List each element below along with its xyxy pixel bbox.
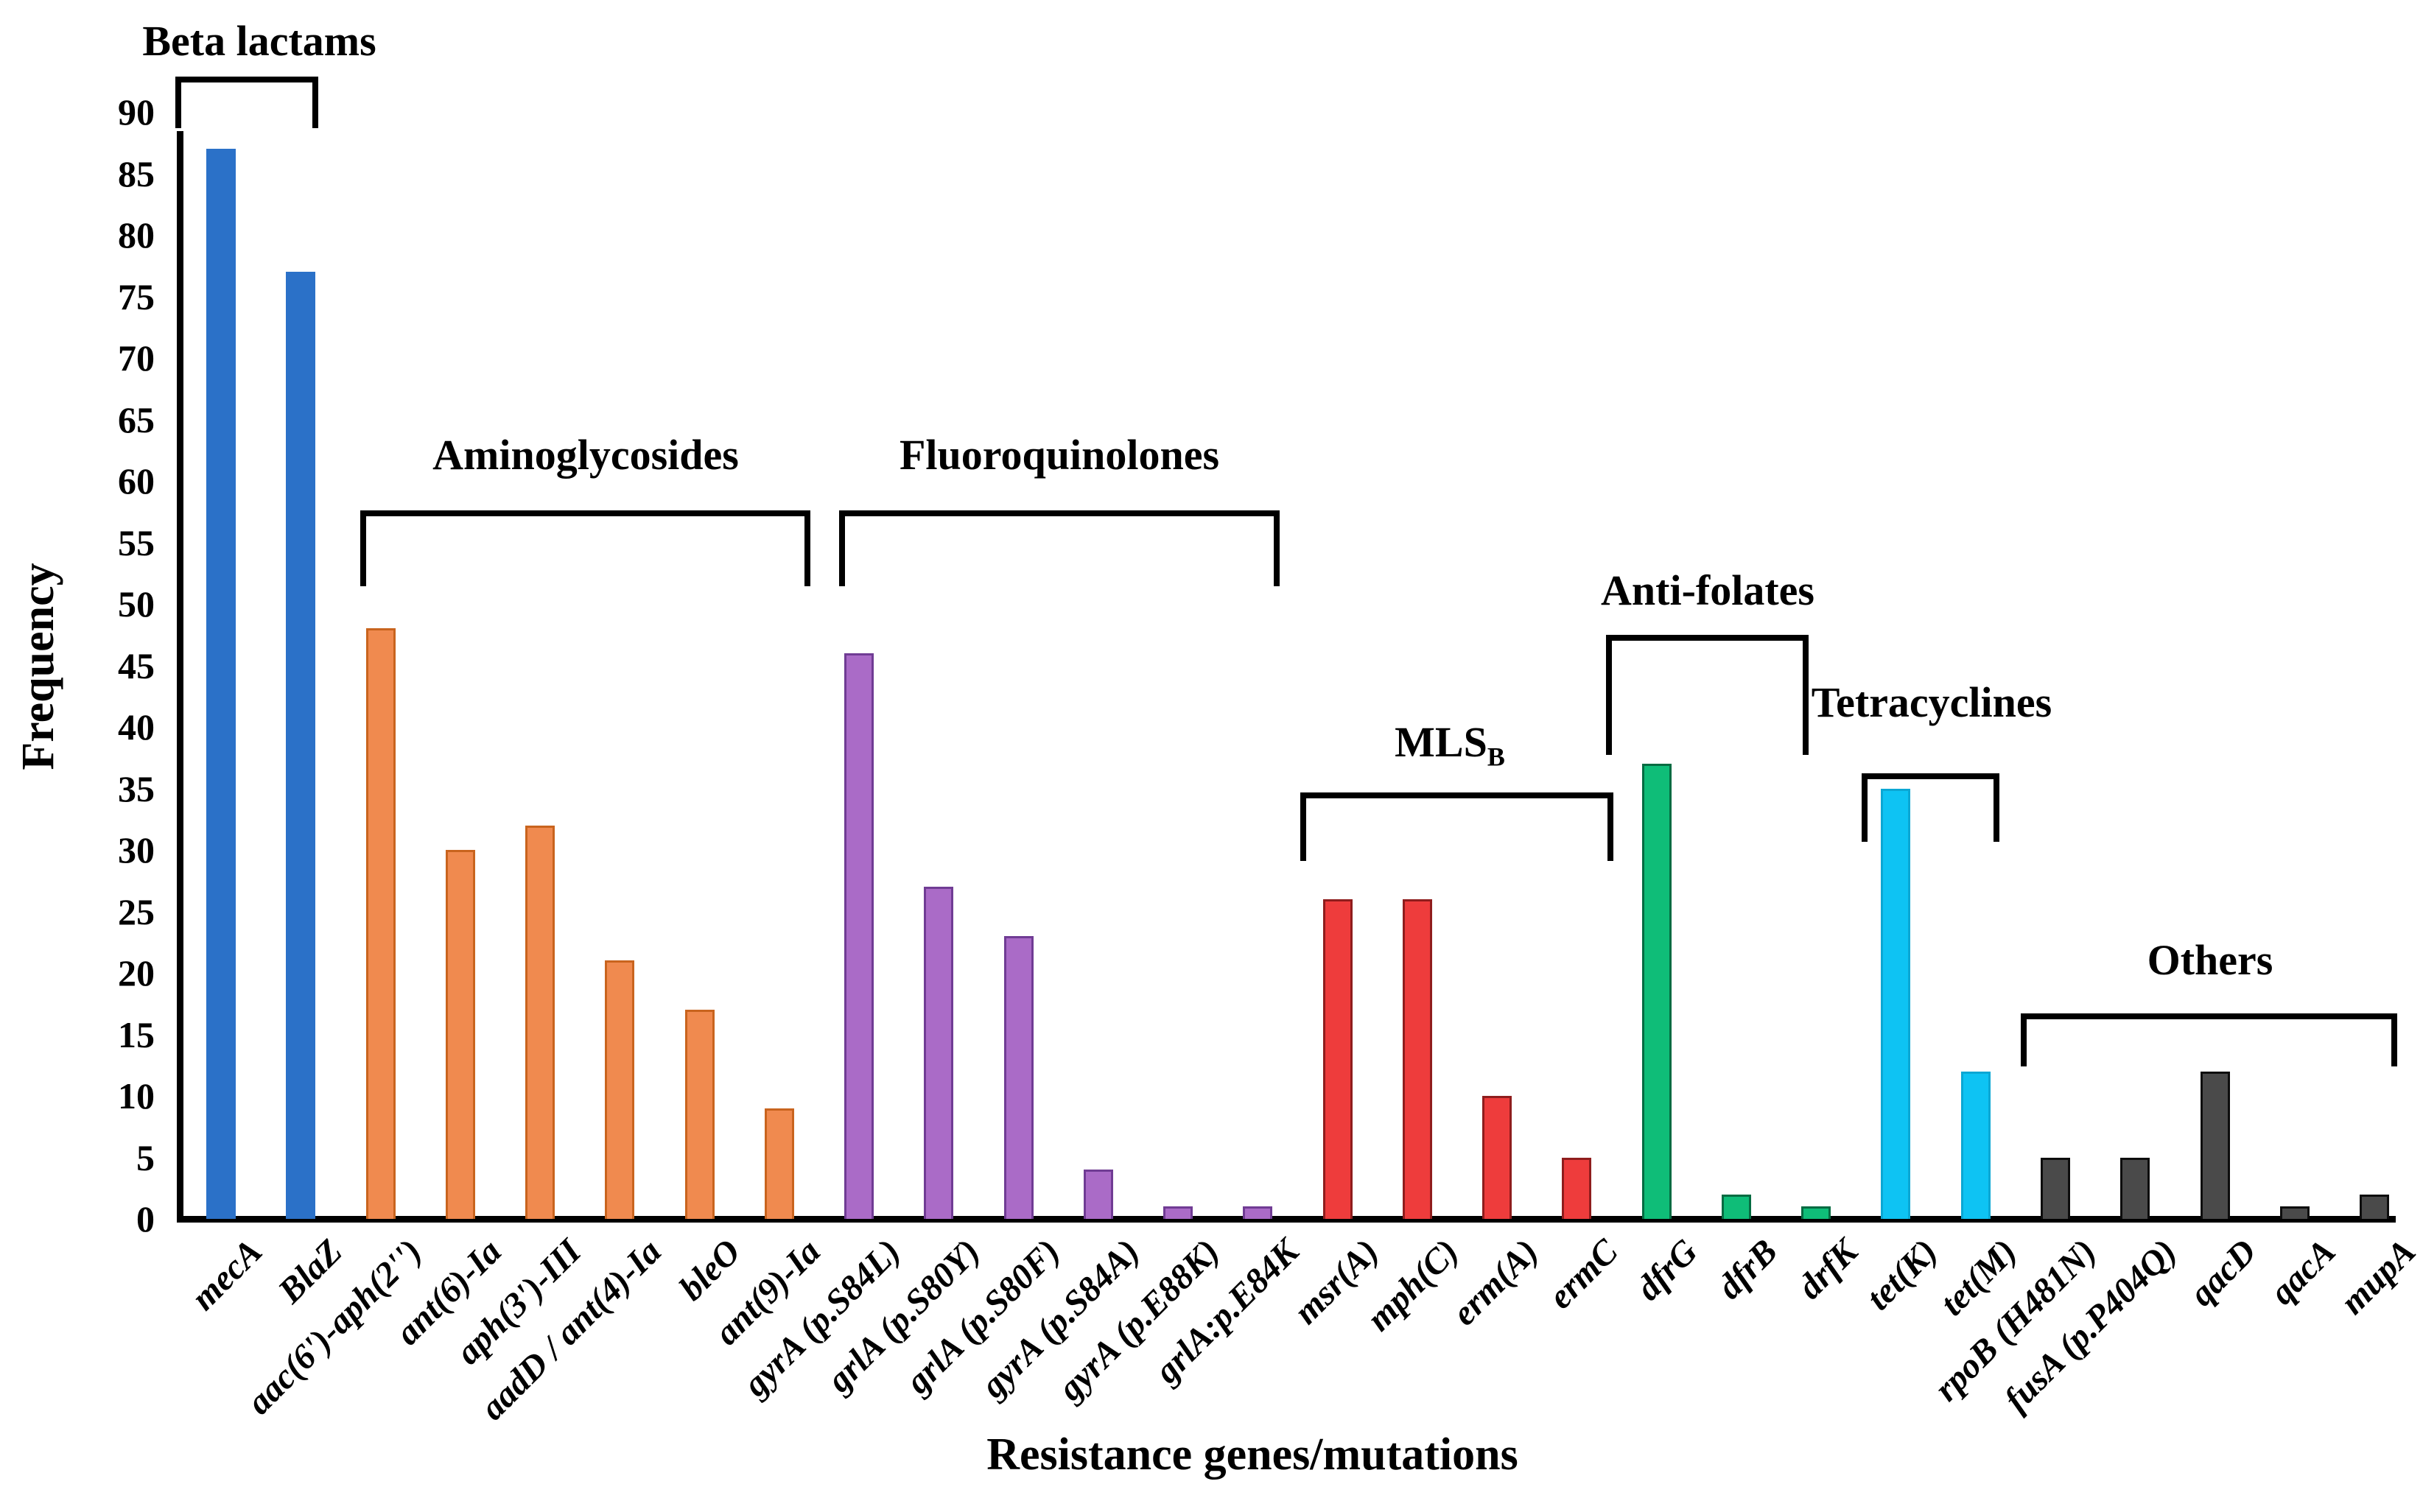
- bar-ant-9-Ia: [764, 1108, 794, 1219]
- bar-aadD-ant-4-Ia: [605, 960, 635, 1219]
- bar-BlaZ: [286, 272, 316, 1219]
- x-label-erm-A: erm(A): [1444, 1231, 1546, 1333]
- y-tick-label-0: 0: [136, 1198, 155, 1240]
- y-tick-label-75: 75: [118, 275, 155, 317]
- y-tick-label-85: 85: [118, 152, 155, 194]
- bracket-left-tick: [839, 516, 845, 586]
- y-tick-label-5: 5: [136, 1136, 155, 1178]
- group-bracket-Aminoglycosides: [360, 510, 810, 586]
- x-axis-title: Resistance genes/mutations: [986, 1430, 1518, 1480]
- bracket-left-tick: [360, 516, 366, 586]
- group-bracket-Beta-lactams: [175, 77, 318, 128]
- x-label-qacA: qacA: [2262, 1231, 2343, 1312]
- y-tick-label-35: 35: [118, 767, 155, 809]
- y-tick-label-20: 20: [118, 952, 155, 994]
- y-tick-label-15: 15: [118, 1013, 155, 1055]
- bar-fusA-p-P404Q: [2120, 1157, 2150, 1219]
- y-tick-label-70: 70: [118, 337, 155, 379]
- group-bracket-MLSB: [1300, 792, 1613, 861]
- bracket-right-tick: [1994, 779, 1999, 842]
- y-tick-label-40: 40: [118, 706, 155, 748]
- y-tick-label-65: 65: [118, 398, 155, 440]
- bracket-right-tick: [1607, 798, 1613, 861]
- bracket-left-tick: [2021, 1019, 2027, 1066]
- group-label-Fluoroquinolones: Fluoroquinolones: [899, 431, 1220, 479]
- bar-ermC: [1562, 1157, 1592, 1219]
- x-label-ermC: ermC: [1540, 1231, 1626, 1317]
- bar-tet-M: [1960, 1071, 1991, 1219]
- y-tick-label-60: 60: [118, 460, 155, 502]
- x-label-dfrB: dfrB: [1710, 1231, 1786, 1307]
- y-axis-line: [177, 131, 183, 1222]
- group-bracket-Anti-folates: [1606, 635, 1809, 755]
- bracket-right-tick: [1803, 641, 1809, 755]
- x-label-mecA: mecA: [183, 1231, 270, 1318]
- y-tick-label-90: 90: [118, 91, 155, 133]
- group-label-Tetracyclines: Tetracyclines: [1811, 678, 2052, 726]
- bracket-right-tick: [1274, 516, 1280, 586]
- bar-grlA-p-E84K: [1243, 1206, 1273, 1219]
- bracket-left-tick: [1862, 779, 1868, 842]
- bar-grlA-p-S80F: [1003, 935, 1034, 1219]
- bar-qacA: [2279, 1206, 2310, 1219]
- bar-bleO: [684, 1010, 715, 1219]
- bar-rpoB-H481N: [2040, 1157, 2070, 1219]
- y-tick-label-80: 80: [118, 214, 155, 256]
- bar-ant-6-Ia: [445, 850, 475, 1219]
- y-tick-label-55: 55: [118, 521, 155, 563]
- x-label-drfK: drfK: [1789, 1231, 1865, 1307]
- group-label-MLSB: MLSB: [1395, 718, 1505, 772]
- bar-msr-A: [1322, 899, 1353, 1219]
- bracket-right-tick: [312, 82, 318, 128]
- bar-gyrA-p-S84L: [844, 653, 874, 1219]
- y-tick-label-10: 10: [118, 1075, 155, 1117]
- bar-dfrG: [1641, 764, 1672, 1219]
- bracket-left-tick: [1606, 641, 1612, 755]
- group-bracket-Fluoroquinolones: [839, 510, 1280, 586]
- bar-aac-6-aph-2: [365, 628, 396, 1219]
- bar-gyrA-p-E88K: [1163, 1206, 1193, 1219]
- x-axis-line: [177, 1216, 2396, 1223]
- y-tick-label-25: 25: [118, 890, 155, 932]
- bar-qacD: [2200, 1071, 2230, 1219]
- group-label-Anti-folates: Anti-folates: [1601, 566, 1814, 614]
- bar-tet-K: [1881, 788, 1911, 1219]
- x-label-mupA: mupA: [2332, 1231, 2423, 1322]
- group-label-Beta-lactams: Beta lactams: [142, 17, 376, 65]
- x-label-tet-K: tet(K): [1858, 1231, 1945, 1318]
- y-tick-label-45: 45: [118, 644, 155, 686]
- bracket-right-tick: [804, 516, 810, 586]
- bar-mecA: [206, 149, 236, 1219]
- bar-mupA: [2360, 1194, 2390, 1219]
- group-label-Others: Others: [2147, 936, 2273, 984]
- group-bracket-Others: [2021, 1013, 2397, 1066]
- y-tick-label-30: 30: [118, 829, 155, 871]
- bracket-left-tick: [1300, 798, 1306, 861]
- bar-gyrA-p-S84A: [1083, 1170, 1113, 1219]
- group-label-Aminoglycosides: Aminoglycosides: [432, 431, 739, 479]
- bar-grlA-p-S80Y: [924, 887, 954, 1219]
- bar-dfrB: [1721, 1194, 1751, 1219]
- bracket-right-tick: [2391, 1019, 2397, 1066]
- bracket-left-tick: [175, 82, 181, 128]
- bar-mph-C: [1402, 899, 1432, 1219]
- bar-erm-A: [1482, 1096, 1512, 1219]
- bar-aph-3-III: [525, 825, 555, 1219]
- bar-drfK: [1801, 1206, 1831, 1219]
- y-tick-label-50: 50: [118, 583, 155, 625]
- x-label-qacD: qacD: [2181, 1231, 2264, 1314]
- x-label-dfrG: dfrG: [1629, 1231, 1705, 1309]
- group-bracket-Tetracyclines: [1862, 773, 1999, 842]
